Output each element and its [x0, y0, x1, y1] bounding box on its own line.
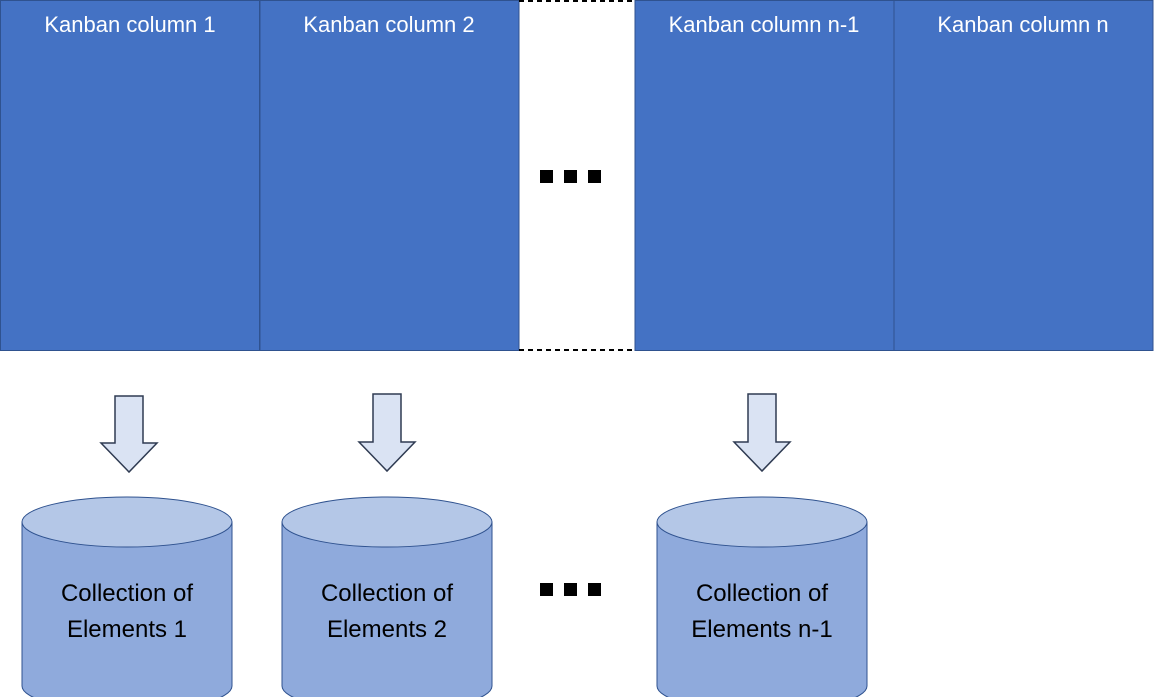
database-icon-top	[21, 496, 233, 548]
collection-1-label-line1: Collection of	[61, 580, 193, 607]
down-arrows	[99, 393, 792, 474]
kanban-gap	[519, 0, 635, 351]
kanban-column-2[interactable]: Kanban column 2	[259, 0, 520, 351]
collection-n-1-label-line1: Collection of	[696, 580, 828, 607]
kanban-column-n-title: Kanban column n	[937, 12, 1108, 37]
collection-1-label-line2: Elements 1	[67, 616, 187, 643]
collection-n-1-cylinder[interactable]: Collection of Elements n-1	[656, 496, 868, 697]
kanban-column-n-1-body	[634, 0, 895, 351]
ellipsis-dot	[588, 583, 601, 596]
collection-2-label-line2: Elements 2	[327, 616, 447, 643]
database-icon-body	[21, 521, 233, 697]
ellipsis-dot	[540, 170, 553, 183]
down-arrow-icon	[732, 393, 792, 473]
down-arrow-icon	[357, 393, 417, 473]
database-icon-body	[656, 521, 868, 697]
collection-2-cylinder[interactable]: Collection of Elements 2	[281, 496, 493, 697]
database-icon-top	[281, 496, 493, 548]
kanban-column-2-title: Kanban column 2	[303, 12, 474, 37]
kanban-board: Kanban column 1 Kanban column 2 Kanban c…	[0, 0, 1154, 351]
ellipsis-dot	[564, 170, 577, 183]
collections: Collection of Elements 1 Collection of E…	[21, 496, 868, 697]
collection-2-label-line1: Collection of	[321, 580, 453, 607]
kanban-column-n-body	[893, 0, 1154, 351]
kanban-column-n-1-title: Kanban column n-1	[669, 12, 860, 37]
down-arrow-icon	[99, 395, 159, 474]
kanban-column-2-body	[259, 0, 520, 351]
kanban-ellipsis	[540, 170, 601, 183]
kanban-column-1-title: Kanban column 1	[44, 12, 215, 37]
kanban-column-n-1[interactable]: Kanban column n-1	[634, 0, 895, 351]
database-icon-body	[281, 521, 493, 697]
collection-n-1-label-line2: Elements n-1	[691, 616, 832, 643]
ellipsis-dot	[588, 170, 601, 183]
kanban-column-1-body	[0, 0, 260, 351]
kanban-column-1[interactable]: Kanban column 1	[0, 0, 260, 351]
database-icon-top	[656, 496, 868, 548]
collection-1-cylinder[interactable]: Collection of Elements 1	[21, 496, 233, 697]
kanban-column-n[interactable]: Kanban column n	[893, 0, 1154, 351]
collections-ellipsis	[540, 583, 601, 596]
ellipsis-dot	[564, 583, 577, 596]
ellipsis-dot	[540, 583, 553, 596]
